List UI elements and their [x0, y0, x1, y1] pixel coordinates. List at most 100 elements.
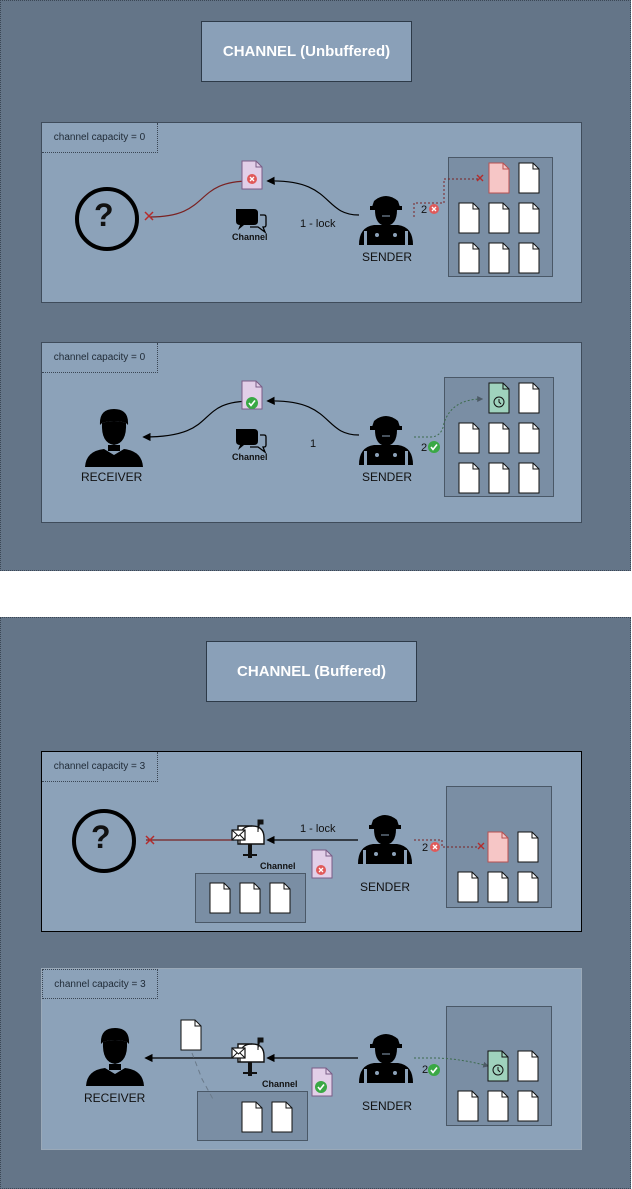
- success-badge-icon: [314, 1080, 328, 1094]
- document-icon: [458, 422, 480, 454]
- buffered-section: CHANNEL (Buffered) channel capacity = 3: [0, 617, 631, 1189]
- error-badge-icon: [315, 864, 327, 876]
- error-badge-icon: [246, 173, 258, 185]
- send-arrow: [266, 396, 360, 436]
- receiver-label: RECEIVER: [84, 1091, 146, 1105]
- sender-icon: [358, 195, 414, 246]
- document-icon: [518, 202, 540, 234]
- sender-label: SENDER: [362, 470, 413, 484]
- blocked-document-icon: [487, 831, 509, 863]
- unbuffered-blocked-diagram: [75, 160, 540, 274]
- sender-label: SENDER: [362, 250, 413, 264]
- receiver-label: RECEIVER: [81, 470, 143, 484]
- document-icon: [487, 871, 509, 903]
- sender-icon: [358, 415, 414, 466]
- unbuffered-success-diagram: [85, 380, 540, 494]
- receiver-icon: [86, 1028, 144, 1086]
- document-icon: [488, 422, 510, 454]
- transit-document-icon: [180, 1019, 202, 1051]
- question-mark: ?: [94, 197, 114, 233]
- document-icon: [517, 871, 539, 903]
- document-icon: [488, 202, 510, 234]
- step2-label: 2: [422, 842, 429, 854]
- section-title: CHANNEL (Buffered): [206, 641, 417, 702]
- capacity-label: channel capacity = 3: [42, 969, 158, 999]
- step2-success-badge-icon: [427, 440, 441, 454]
- step2-label: 2: [421, 442, 428, 454]
- document-icon: [518, 382, 540, 414]
- document-icon: [458, 242, 480, 274]
- document-icon: [517, 1090, 539, 1122]
- blocked-mark-icon: [477, 842, 485, 850]
- document-icon: [518, 422, 540, 454]
- step2-success-badge-icon: [427, 1063, 441, 1077]
- section-title: CHANNEL (Unbuffered): [201, 21, 412, 82]
- question-mark: ?: [91, 819, 111, 855]
- document-icon: [488, 462, 510, 494]
- buffer-document-icon: [239, 882, 261, 914]
- blocked-mark-icon: [476, 174, 484, 182]
- channel-label: Channel: [260, 861, 296, 871]
- document-icon: [488, 242, 510, 274]
- capacity-label: channel capacity = 0: [42, 123, 158, 153]
- document-icon: [517, 831, 539, 863]
- blocked-document-icon: [488, 162, 510, 194]
- receiver-icon: [85, 409, 143, 467]
- unbuffered-blocked-panel: channel capacity = 0: [41, 122, 582, 303]
- document-icon: [518, 162, 540, 194]
- channel-chat-icon: [235, 208, 267, 233]
- unknown-receiver-icon: [75, 187, 139, 251]
- step1-label: 1: [310, 438, 317, 450]
- step2-error-badge-icon: [428, 203, 440, 215]
- document-icon: [457, 1090, 479, 1122]
- pending-document-icon: [488, 382, 510, 414]
- document-icon: [517, 1050, 539, 1082]
- step2-label: 2: [421, 204, 428, 216]
- unbuffered-success-panel: channel capacity = 0 1 2 Channel RECEIVE…: [41, 342, 582, 523]
- channel-label: Channel: [232, 232, 268, 242]
- mailbox-icon: [231, 1037, 265, 1077]
- next-send-path: [414, 396, 484, 438]
- channel-label: Channel: [262, 1079, 298, 1089]
- channel-chat-icon: [235, 428, 267, 453]
- buffer-document-icon: [271, 1101, 293, 1133]
- sender-icon: [358, 1033, 414, 1084]
- buffer-document-icon: [209, 882, 231, 914]
- buffered-success-diagram: [86, 1019, 539, 1133]
- document-icon: [458, 462, 480, 494]
- success-badge-icon: [245, 396, 259, 410]
- buffer-document-icon: [269, 882, 291, 914]
- lock-label: 1 - lock: [300, 823, 336, 835]
- failed-mark-icon: [144, 211, 154, 221]
- blocked-send-path: [413, 178, 480, 217]
- sender-label: SENDER: [362, 1099, 413, 1113]
- step2-error-badge-icon: [429, 841, 441, 853]
- lock-label: 1 - lock: [300, 218, 336, 230]
- document-icon: [518, 462, 540, 494]
- document-icon: [487, 1090, 509, 1122]
- document-icon: [458, 202, 480, 234]
- buffer-document-icon: [241, 1101, 263, 1133]
- mailbox-icon: [231, 819, 265, 859]
- buffered-blocked-diagram: [72, 809, 539, 914]
- lock-arrow: [266, 176, 360, 216]
- sender-label: SENDER: [360, 880, 411, 894]
- failed-mark-icon: [145, 835, 155, 845]
- unknown-receiver-icon: [72, 809, 136, 873]
- capacity-label: channel capacity = 0: [42, 343, 158, 373]
- buffered-blocked-panel: channel capacity = 3 ? 1 - lock 2: [41, 751, 582, 932]
- capacity-label: channel capacity = 3: [42, 752, 158, 782]
- blocked-send-path: [414, 839, 480, 848]
- buffer-drain-path: [191, 1052, 215, 1102]
- next-send-path: [414, 1057, 490, 1068]
- failed-delivery-path: [149, 180, 251, 218]
- delivery-arrow: [142, 400, 253, 442]
- sender-icon: [357, 814, 413, 865]
- buffered-success-panel: channel capacity = 3 2 Channel RECEIVER: [41, 968, 582, 1150]
- document-icon: [457, 871, 479, 903]
- pending-document-icon: [487, 1050, 509, 1082]
- document-icon: [518, 242, 540, 274]
- unbuffered-section: CHANNEL (Unbuffered) channel capacity = …: [0, 0, 631, 571]
- step2-label: 2: [422, 1064, 429, 1076]
- channel-label: Channel: [232, 452, 268, 462]
